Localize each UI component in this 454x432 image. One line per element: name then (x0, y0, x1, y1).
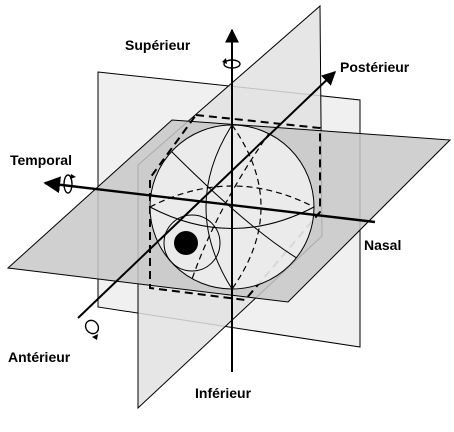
cornea-circle (163, 214, 221, 272)
label-superieur: Supérieur (125, 37, 191, 53)
rotation-superior-icon (222, 58, 241, 69)
label-anterieur: Antérieur (8, 349, 71, 365)
rotation-anterior-icon (84, 319, 100, 340)
rotation-temporal-icon (63, 174, 76, 194)
pupil (174, 231, 198, 255)
label-inferieur: Inférieur (195, 385, 252, 401)
label-posterieur: Postérieur (340, 59, 410, 75)
dashed-reference-square (149, 113, 321, 302)
label-nasal: Nasal (364, 237, 401, 253)
antero-posterior-axis (77, 71, 337, 319)
label-temporal: Temporal (10, 152, 72, 168)
transverse-axis (43, 176, 376, 224)
